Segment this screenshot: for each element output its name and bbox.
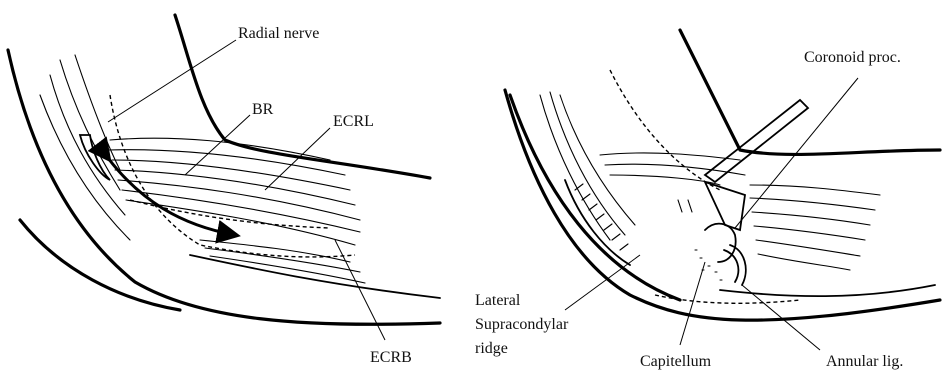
lateral-label: Lateral [475,292,521,309]
right-forearm-contour [720,285,935,296]
capitellum-label: Capitellum [640,353,712,370]
right-dashed-outline-2 [655,295,800,303]
annular-lig-label: Annular lig. [826,353,903,370]
left-muscle-edge-dashed-2 [130,200,330,228]
right-elbow-figure: Coronoid proc. Lateral Supracondylar rid… [475,30,940,370]
supracondylar-label: Supracondylar [475,316,569,333]
right-muscle-fibers [540,92,880,270]
capitellum-leader [680,262,705,345]
br-label: BR [252,101,274,118]
radial-nerve-leader [108,40,236,122]
capitellum [705,224,736,262]
right-dashed-outline [610,70,720,190]
left-muscle-fibers [40,55,365,283]
capitellum-stipple [695,250,722,280]
ecrb-label: ECRB [370,349,412,366]
incision-marks [678,200,692,212]
coronoid-proc-label: Coronoid proc. [804,49,901,66]
left-forearm-contour [190,255,440,298]
left-arm-outer-contour [8,50,440,324]
radial-nerve-label: Radial nerve [238,25,319,42]
ecrl-label: ECRL [333,113,374,130]
ridge-label: ridge [475,340,508,357]
annular-ligament [724,245,746,285]
left-elbow-figure: Radial nerve BR ECRL ECRB [8,15,440,366]
ridge-leader [565,255,640,310]
left-arm-inner-contour [20,220,180,310]
right-arm-outer-contour [505,90,940,320]
left-muscle-edge-dashed [110,95,355,257]
